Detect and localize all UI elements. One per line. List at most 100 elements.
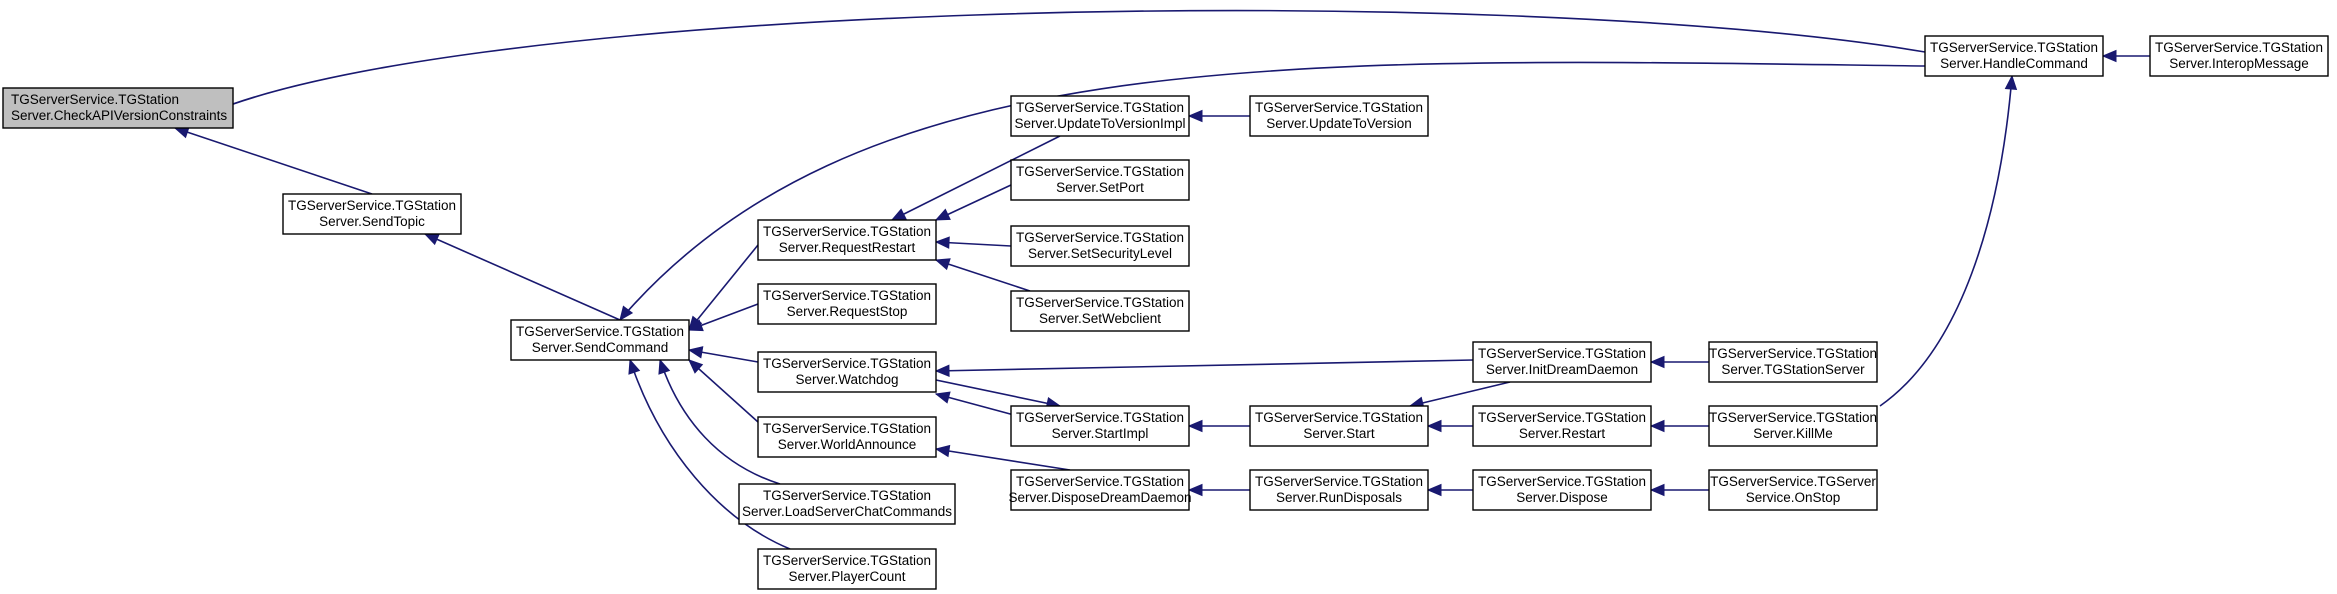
- node-label-line2: Server.InitDreamDaemon: [1486, 362, 1638, 377]
- node-initdd[interactable]: TGServerService.TGStationServer.InitDrea…: [1472, 341, 1652, 383]
- node-box: [510, 319, 690, 361]
- node-watchdog[interactable]: TGServerService.TGStationServer.Watchdog: [757, 351, 937, 393]
- edge-ctor-to-initdd: [1649, 355, 1709, 369]
- arrowhead: [1187, 483, 1203, 497]
- edge-line: [688, 359, 759, 423]
- arrowhead: [1649, 419, 1665, 433]
- edge-line: [619, 61, 1926, 321]
- node-box: [1010, 95, 1190, 137]
- node-label-line1: TGServerService.TGStation: [1255, 410, 1423, 425]
- arrowhead: [934, 208, 951, 221]
- node-setweb[interactable]: TGServerService.TGStationServer.SetWebcl…: [1010, 290, 1190, 332]
- arrowhead: [1649, 355, 1665, 369]
- node-box: [757, 219, 937, 261]
- node-box: [2149, 35, 2329, 77]
- node-playercnt[interactable]: TGServerService.TGStationServer.PlayerCo…: [757, 548, 937, 590]
- arrowhead: [890, 208, 907, 221]
- edge-watchdog-to-startimpl: [935, 379, 1062, 410]
- edge-dispdd-to-worldann: [934, 444, 1071, 471]
- node-label-line1: TGServerService.TGStation: [1016, 164, 1184, 179]
- node-worldann[interactable]: TGServerService.TGStationServer.WorldAnn…: [757, 416, 937, 458]
- edge-worldann-to-sendcmd: [688, 359, 759, 423]
- node-setsec[interactable]: TGServerService.TGStationServer.SetSecur…: [1010, 225, 1190, 267]
- edge-line: [174, 127, 373, 195]
- arrowhead: [658, 358, 671, 375]
- node-label-line2: Server.WorldAnnounce: [778, 437, 917, 452]
- node-label-line2: Server.StartImpl: [1052, 426, 1149, 441]
- arrowhead: [687, 319, 704, 332]
- node-dispdd[interactable]: TGServerService.TGStationServer.DisposeD…: [1008, 469, 1192, 511]
- node-label-line2: Server.SetPort: [1056, 180, 1144, 195]
- arrowhead: [1649, 483, 1665, 497]
- node-box: [1708, 405, 1878, 447]
- edge-line: [688, 244, 759, 331]
- node-updver[interactable]: TGServerService.TGStationServer.UpdateTo…: [1249, 95, 1429, 137]
- node-onstop[interactable]: TGServerService.TGServerService.OnStop: [1708, 469, 1878, 511]
- node-sendtopic[interactable]: TGServerService.TGStationServer.SendTopi…: [282, 193, 462, 235]
- node-label-line1: TGServerService.TGStation: [1930, 40, 2098, 55]
- node-updimpl[interactable]: TGServerService.TGStationServer.UpdateTo…: [1010, 95, 1190, 137]
- node-label-line2: Server.SetSecurityLevel: [1028, 246, 1172, 261]
- node-label-line1: TGServerService.TGStation: [1255, 100, 1423, 115]
- node-checkapi[interactable]: TGServerService.TGStationServer.CheckAPI…: [2, 87, 234, 129]
- edge-line: [935, 259, 1031, 292]
- node-sendcmd[interactable]: TGServerService.TGStationServer.SendComm…: [510, 319, 690, 361]
- node-dispose[interactable]: TGServerService.TGStationServer.Dispose: [1472, 469, 1652, 511]
- node-interop[interactable]: TGServerService.TGStationServer.InteropM…: [2149, 35, 2329, 77]
- node-label-line1: TGServerService.TGStation: [1478, 474, 1646, 489]
- edge-initdd-to-watchdog: [934, 359, 1474, 377]
- node-reqrestart[interactable]: TGServerService.TGStationServer.RequestR…: [757, 219, 937, 261]
- node-label-line2: Server.DisposeDreamDaemon: [1008, 490, 1191, 505]
- node-box: [1924, 35, 2104, 77]
- node-label-line1: TGServerService.TGStation: [1016, 100, 1184, 115]
- arrowhead: [628, 358, 641, 375]
- node-label-line1: TGServerService.TGStation: [288, 198, 456, 213]
- arrowhead: [1426, 419, 1442, 433]
- arrowhead: [423, 233, 440, 246]
- node-box: [1010, 159, 1190, 201]
- edge-watchdog-to-sendcmd: [687, 346, 759, 363]
- node-loadchat[interactable]: TGServerService.TGStationServer.LoadServ…: [738, 483, 956, 525]
- node-label-line1: TGServerService.TGStation: [763, 356, 931, 371]
- node-setport[interactable]: TGServerService.TGStationServer.SetPort: [1010, 159, 1190, 201]
- node-label-line1: TGServerService.TGStation: [763, 553, 931, 568]
- node-box: [757, 351, 937, 393]
- edge-reqstop-to-sendcmd: [687, 303, 759, 332]
- node-box: [1249, 95, 1429, 137]
- edge-line: [935, 184, 1012, 221]
- arrowhead: [687, 346, 704, 359]
- node-handlecmd[interactable]: TGServerService.TGStationServer.HandleCo…: [1924, 35, 2104, 77]
- node-label-line1: TGServerService.TGServer: [1710, 474, 1876, 489]
- node-label-line1: TGServerService.TGStation: [763, 488, 931, 503]
- edge-sendtopic-to-checkapi: [173, 126, 373, 195]
- edge-line: [891, 135, 1061, 221]
- node-start[interactable]: TGServerService.TGStationServer.Start: [1249, 405, 1429, 447]
- edge-interop-to-handlecmd: [2101, 49, 2150, 63]
- node-box: [1010, 290, 1190, 332]
- edge-killme-to-restart: [1649, 419, 1709, 433]
- node-label-line1: TGServerService.TGStation: [516, 324, 684, 339]
- arrowhead: [619, 305, 634, 322]
- node-label-line2: Server.Watchdog: [795, 372, 898, 387]
- edge-setweb-to-reqrestart: [934, 258, 1031, 292]
- edge-line: [1879, 75, 2013, 407]
- node-box: [757, 548, 937, 590]
- arrowhead: [934, 444, 951, 458]
- node-reqstop[interactable]: TGServerService.TGStationServer.RequestS…: [757, 283, 937, 325]
- node-rundisp[interactable]: TGServerService.TGStationServer.RunDispo…: [1249, 469, 1429, 511]
- edge-line: [1409, 381, 1511, 407]
- edge-line: [935, 379, 1061, 407]
- edge-dispose-to-rundisp: [1426, 483, 1473, 497]
- node-restart[interactable]: TGServerService.TGStationServer.Restart: [1472, 405, 1652, 447]
- node-box: [738, 483, 956, 525]
- edge-playercnt-to-sendcmd: [628, 358, 791, 550]
- node-label-line2: Server.InteropMessage: [2169, 56, 2309, 71]
- node-killme[interactable]: TGServerService.TGStationServer.KillMe: [1708, 405, 1878, 447]
- node-label-line2: Server.RequestStop: [787, 304, 908, 319]
- edge-handlecmd-to-sendcmd: [619, 61, 1926, 322]
- node-ctor[interactable]: TGServerService.TGStationServer.TGStatio…: [1708, 341, 1878, 383]
- node-label-line2: Server.TGStationServer: [1721, 362, 1865, 377]
- edge-sendcmd-to-sendtopic: [423, 233, 621, 321]
- node-startimpl[interactable]: TGServerService.TGStationServer.StartImp…: [1010, 405, 1190, 447]
